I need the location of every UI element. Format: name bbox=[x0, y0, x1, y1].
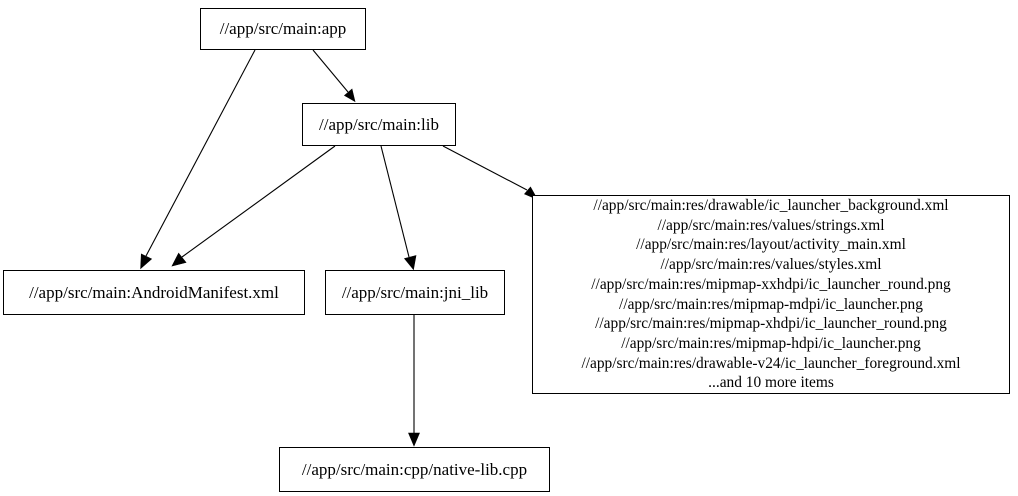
edge-app-to-lib bbox=[312, 49, 356, 103]
edge-app-to-androidmanifest bbox=[140, 49, 256, 270]
node-native-lib-cpp[interactable]: //app/src/main:cpp/native-lib.cpp bbox=[279, 447, 550, 492]
node-app-label: //app/src/main:app bbox=[219, 19, 347, 39]
node-jni-lib[interactable]: //app/src/main:jni_lib bbox=[325, 270, 505, 315]
node-native-lib-cpp-label: //app/src/main:cpp/native-lib.cpp bbox=[301, 459, 528, 479]
node-res-group-label: //app/src/main:res/drawable/ic_launcher_… bbox=[581, 196, 961, 392]
node-jni-lib-label: //app/src/main:jni_lib bbox=[341, 282, 489, 302]
node-lib-label: //app/src/main:lib bbox=[319, 114, 439, 134]
node-app[interactable]: //app/src/main:app bbox=[200, 8, 366, 50]
node-lib[interactable]: //app/src/main:lib bbox=[302, 103, 456, 146]
edge-lib-to-jni-lib bbox=[380, 145, 417, 271]
edge-jni-lib-to-native-lib-cpp bbox=[408, 315, 420, 447]
edge-lib-to-androidmanifest bbox=[171, 145, 336, 267]
node-res-group[interactable]: //app/src/main:res/drawable/ic_launcher_… bbox=[532, 195, 1010, 394]
node-androidmanifest-xml[interactable]: //app/src/main:AndroidManifest.xml bbox=[3, 270, 305, 315]
edge-lib-to-res-group bbox=[442, 145, 539, 201]
node-androidmanifest-xml-label: //app/src/main:AndroidManifest.xml bbox=[29, 282, 279, 302]
